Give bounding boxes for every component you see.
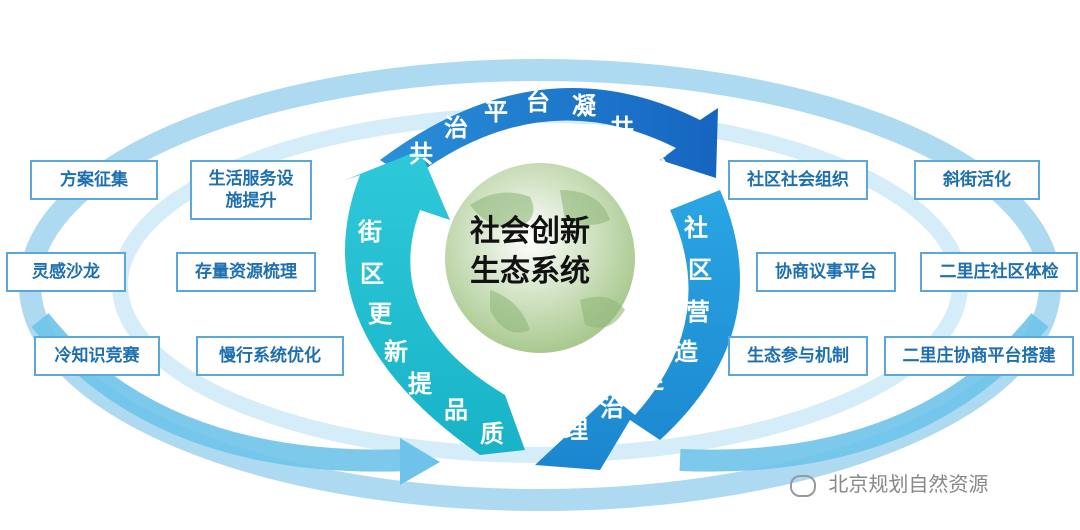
box-shenghuo-fuwu: 生活服务设 施提升 [190,160,312,220]
arc-top-char: 平 [484,98,508,126]
arc-right-char: 社 [684,214,708,242]
arc-top-char: 台 [526,88,550,116]
box-cunliang-ziyuan: 存量资源梳理 [176,252,316,292]
arc-left-char: 街 [358,218,382,246]
box-shenghuo-fuwu-line2: 施提升 [225,191,277,211]
arc-right-char: 理 [564,416,588,444]
box-lengzhishi-jingsai: 冷知识竞赛 [34,336,160,376]
watermark: 北京规划自然资源 [790,468,988,497]
arc-top-char: 识 [644,142,668,170]
arc-top-char: 治 [444,114,468,142]
center-title: 社会创新 生态系统 [440,212,620,292]
box-fangan-zhengji: 方案征集 [30,160,158,200]
box-linggan-shalong: 灵感沙龙 [6,252,126,292]
arc-top-char: 共 [409,140,433,168]
box-xiejie-huohua: 斜街活化 [914,160,1040,200]
box-shequ-shehui-zuzhi: 社区社会组织 [728,160,868,200]
box-shenghuo-fuwu-line1: 生活服务设 [208,169,294,189]
arc-left-char: 区 [360,260,384,288]
arc-left-char: 质 [480,420,504,448]
left-lower-arrowhead [400,438,440,485]
arc-right-char: 治 [600,394,624,422]
arc-right [535,190,740,470]
box-xieshang-yishi: 协商议事平台 [756,252,896,292]
arc-left-char: 更 [368,300,392,328]
watermark-text: 北京规划自然资源 [828,472,989,496]
center-line-2: 生态系统 [470,254,590,289]
wechat-icon [790,474,816,497]
arc-left-char: 提 [408,370,432,398]
center-line-1: 社会创新 [470,214,590,249]
arc-top-char: 共 [610,114,634,142]
box-erlizhuang-tijian: 二里庄社区体检 [920,252,1078,292]
box-shengtai-canyu: 生态参与机制 [728,336,868,376]
arc-right-char: 营 [686,298,710,326]
arc-right-char: 区 [688,256,712,284]
arc-right-char: 促 [640,366,664,394]
arc-left-char: 品 [444,396,468,424]
arc-left-char: 新 [384,338,408,366]
box-erlizhuang-xieshang: 二里庄协商平台搭建 [884,336,1074,376]
arc-right-char: 造 [674,338,698,366]
box-manxing-xitong: 慢行系统优化 [196,336,344,376]
arc-top-char: 凝 [572,92,596,120]
arc-top [380,88,718,180]
globe-continents [470,190,625,333]
arc-left [345,150,525,455]
